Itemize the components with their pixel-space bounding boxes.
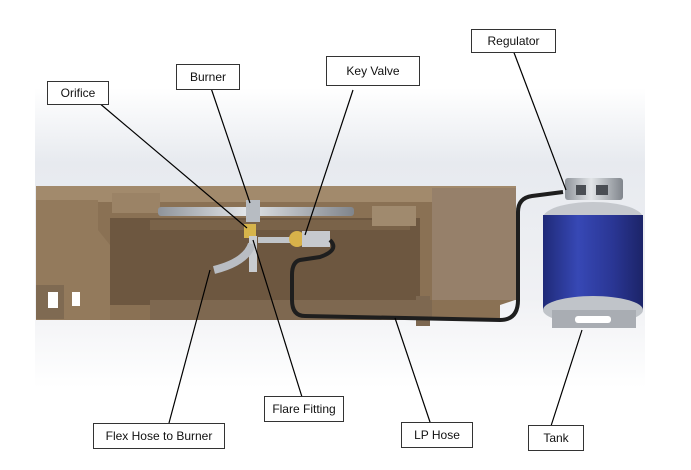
callout-regulator: Regulator [471, 29, 556, 53]
callout-flare-fitting: Flare Fitting [264, 396, 344, 422]
fire-pit-enclosure [36, 186, 516, 326]
callout-lp-hose: LP Hose [401, 422, 473, 448]
lp-hose [290, 190, 564, 323]
callout-orifice: Orifice [47, 81, 109, 105]
propane-tank [543, 178, 643, 328]
callout-flex-hose: Flex Hose to Burner [93, 423, 225, 449]
leader-lines [97, 49, 583, 427]
callout-tank: Tank [528, 425, 584, 451]
callout-burner: Burner [176, 64, 240, 90]
burner-assembly [158, 200, 354, 274]
callout-key-valve: Key Valve [326, 56, 420, 86]
